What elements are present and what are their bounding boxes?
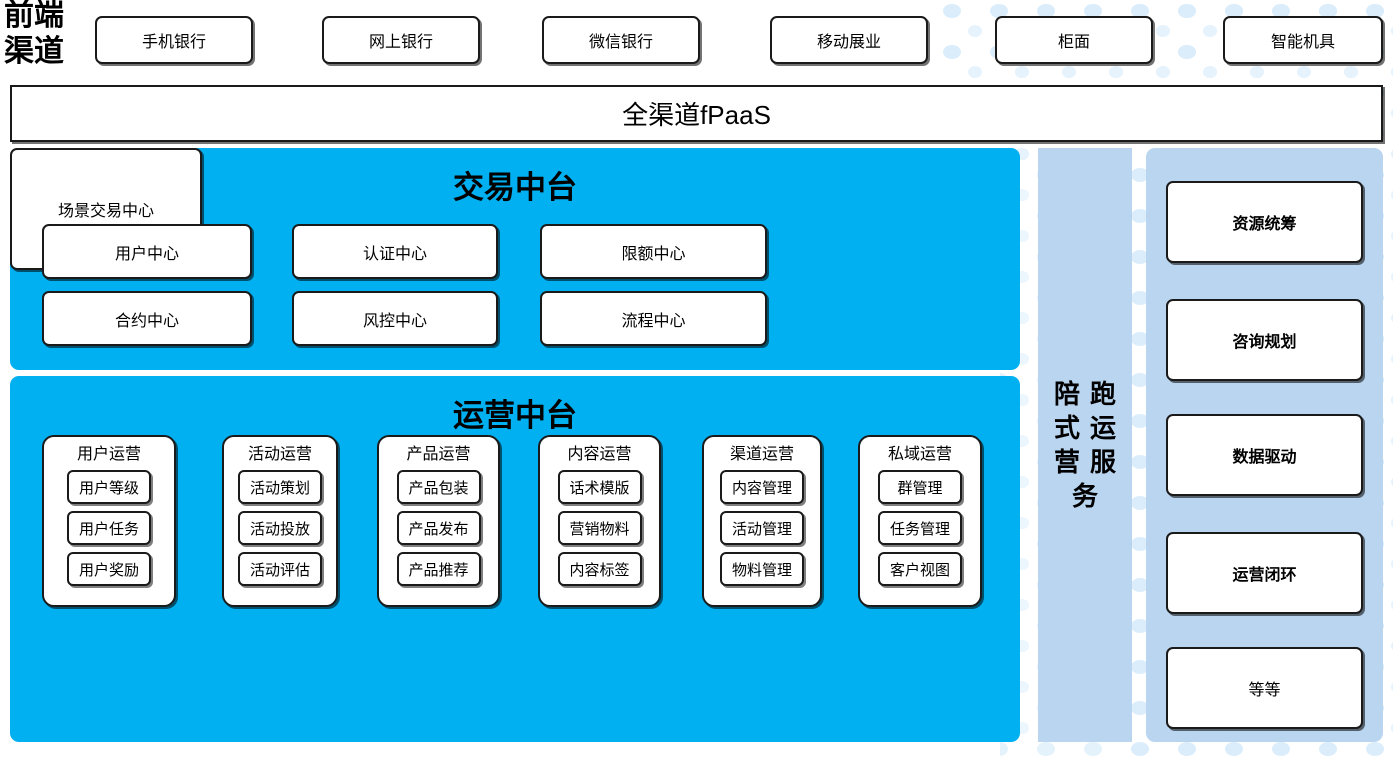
operation-group-product[interactable]: 产品运营 产品包装 产品发布 产品推荐 — [377, 435, 500, 607]
trade-item-risk-center[interactable]: 风控中心 — [292, 291, 498, 346]
operation-group-items: 产品包装 产品发布 产品推荐 — [379, 470, 498, 586]
channel-label: 网上银行 — [368, 34, 433, 51]
operation-group-title: 内容运营 — [567, 446, 632, 463]
trade-item-label: 认证中心 — [362, 245, 427, 263]
accompanying-operation-service-column: 陪 跑 式 运 营 服 务 — [1038, 148, 1132, 742]
operation-group-title: 用户运营 — [76, 446, 141, 463]
trade-center-panel: 交易中台 用户中心 认证中心 限额中心 合约中心 风控中心 流程中心 场景交易中… — [10, 148, 1020, 370]
operation-item[interactable]: 活动策划 — [238, 470, 322, 504]
front-channel-label-line2: 渠道 — [4, 35, 64, 68]
operation-center-title: 运营中台 — [453, 398, 577, 433]
trade-item-limit-center[interactable]: 限额中心 — [540, 224, 767, 279]
front-channel-label-line1: 前端 — [4, 0, 64, 32]
capability-operation-closed-loop[interactable]: 运营闭环 — [1166, 532, 1363, 614]
service-char: 跑 — [1089, 379, 1116, 409]
operation-group-channel[interactable]: 渠道运营 内容管理 活动管理 物料管理 — [702, 435, 822, 607]
operation-item[interactable]: 内容标签 — [557, 552, 642, 586]
fpaas-label: 全渠道fPaaS — [622, 100, 771, 130]
trade-item-label: 用户中心 — [114, 245, 179, 263]
operation-item[interactable]: 活动投放 — [238, 511, 322, 545]
channel-label: 微信银行 — [588, 34, 653, 51]
omnichannel-fpaas-bar[interactable]: 全渠道fPaaS — [10, 85, 1383, 142]
channel-online-bank[interactable]: 网上银行 — [322, 16, 480, 64]
channel-label: 智能机具 — [1270, 34, 1335, 51]
capability-resource-coordination[interactable]: 资源统筹 — [1166, 181, 1363, 263]
operation-group-items: 群管理 任务管理 客户视图 — [860, 470, 980, 586]
operation-item[interactable]: 活动管理 — [720, 511, 804, 545]
operation-group-title: 私域运营 — [887, 446, 952, 463]
operation-group-private-domain[interactable]: 私域运营 群管理 任务管理 客户视图 — [858, 435, 982, 607]
trade-item-label: 流程中心 — [621, 312, 686, 330]
operation-group-items: 话术模版 营销物料 内容标签 — [540, 470, 659, 586]
operation-item[interactable]: 活动评估 — [238, 552, 322, 586]
front-channel-label: 前端 渠道 — [4, 0, 82, 74]
capability-consulting-planning[interactable]: 咨询规划 — [1166, 299, 1363, 381]
channel-label: 移动展业 — [816, 34, 881, 51]
channel-label: 柜面 — [1057, 34, 1090, 51]
operation-item[interactable]: 产品发布 — [396, 511, 481, 545]
operation-item[interactable]: 产品包装 — [396, 470, 481, 504]
trade-item-auth-center[interactable]: 认证中心 — [292, 224, 498, 279]
trade-item-process-center[interactable]: 流程中心 — [540, 291, 767, 346]
trade-center-title: 交易中台 — [453, 170, 577, 205]
operation-item[interactable]: 用户任务 — [67, 511, 151, 545]
service-char: 运 — [1089, 413, 1116, 443]
trade-item-label: 限额中心 — [621, 245, 686, 263]
channel-label: 手机银行 — [141, 34, 206, 51]
channel-counter[interactable]: 柜面 — [995, 16, 1153, 64]
trade-item-label: 风控中心 — [362, 312, 427, 330]
service-char: 务 — [1071, 481, 1098, 511]
operation-group-items: 用户等级 用户任务 用户奖励 — [44, 470, 174, 586]
operation-group-title: 渠道运营 — [729, 446, 794, 463]
capability-data-driven[interactable]: 数据驱动 — [1166, 414, 1363, 496]
operation-group-items: 内容管理 活动管理 物料管理 — [704, 470, 820, 586]
operation-item[interactable]: 内容管理 — [720, 470, 804, 504]
service-char: 营 — [1053, 447, 1080, 477]
operation-item[interactable]: 任务管理 — [878, 511, 962, 545]
operation-item[interactable]: 用户等级 — [67, 470, 151, 504]
operation-item[interactable]: 客户视图 — [878, 552, 962, 586]
operation-item[interactable]: 用户奖励 — [67, 552, 151, 586]
service-char: 服 — [1089, 447, 1116, 477]
operation-group-user[interactable]: 用户运营 用户等级 用户任务 用户奖励 — [42, 435, 176, 607]
channel-smart-machine[interactable]: 智能机具 — [1223, 16, 1383, 64]
trade-item-label: 场景交易中心 — [57, 203, 154, 220]
operation-item[interactable]: 营销物料 — [557, 511, 642, 545]
operation-group-activity[interactable]: 活动运营 活动策划 活动投放 活动评估 — [222, 435, 338, 607]
service-char: 式 — [1053, 413, 1080, 443]
trade-item-contract-center[interactable]: 合约中心 — [42, 291, 252, 346]
service-column-title: 陪 跑 式 运 营 服 务 — [1049, 377, 1121, 513]
operation-group-title: 产品运营 — [406, 446, 471, 463]
operation-center-panel: 运营中台 用户运营 用户等级 用户任务 用户奖励 活动运营 活动策划 活动投放 … — [10, 376, 1020, 742]
operation-group-content[interactable]: 内容运营 话术模版 营销物料 内容标签 — [538, 435, 661, 607]
operation-group-title: 活动运营 — [247, 446, 312, 463]
channel-wechat-bank[interactable]: 微信银行 — [542, 16, 700, 64]
trade-item-user-center[interactable]: 用户中心 — [42, 224, 252, 279]
operation-item[interactable]: 产品推荐 — [396, 552, 481, 586]
operation-item[interactable]: 话术模版 — [557, 470, 642, 504]
operation-item[interactable]: 物料管理 — [720, 552, 804, 586]
capability-column: 资源统筹 咨询规划 数据驱动 运营闭环 等等 — [1146, 148, 1383, 742]
channel-mobile-bank[interactable]: 手机银行 — [95, 16, 253, 64]
operation-group-items: 活动策划 活动投放 活动评估 — [224, 470, 336, 586]
service-char: 陪 — [1053, 379, 1080, 409]
channel-mobile-exhibition[interactable]: 移动展业 — [770, 16, 928, 64]
capability-etc[interactable]: 等等 — [1166, 647, 1363, 729]
trade-item-label: 合约中心 — [114, 312, 179, 330]
operation-item[interactable]: 群管理 — [878, 470, 962, 504]
